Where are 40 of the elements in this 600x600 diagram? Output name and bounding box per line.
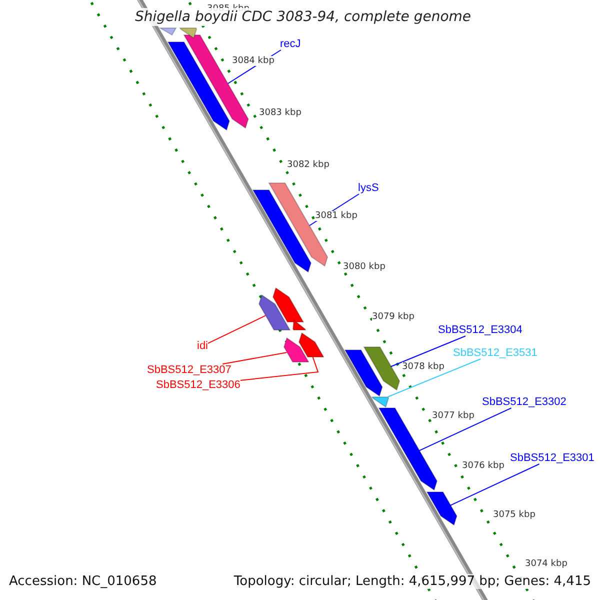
gene-bar xyxy=(362,346,400,391)
scale-label: 3083 kbp xyxy=(259,108,302,118)
gene-bar xyxy=(426,491,458,526)
scale-label: 3081 kbp xyxy=(315,211,358,221)
leader-line xyxy=(387,358,481,398)
gene-label: SbBS512_E3531 xyxy=(453,347,538,359)
gene-bar xyxy=(282,337,310,363)
scale-label: 3074 kbp xyxy=(525,559,568,569)
gene-bar xyxy=(272,287,304,323)
scale-label: 3079 kbp xyxy=(372,312,414,322)
leader-line xyxy=(418,408,512,452)
gene-bar xyxy=(298,332,324,358)
leader-line xyxy=(222,352,288,364)
gene-bar xyxy=(167,41,231,131)
gene-label: recJ xyxy=(280,38,301,50)
gene-label: SbBS512_E3304 xyxy=(438,324,522,336)
gene-label: SbBS512_E3306 xyxy=(156,379,240,391)
info-text: Accession: NC_010658 xyxy=(9,574,157,589)
scale-label: 3076 kbp xyxy=(462,461,504,471)
info-text: Topology: circular; Length: 4,615,997 bp; Genes: 4,415 xyxy=(234,574,591,589)
gene-label: SbBS512_E3301 xyxy=(510,452,594,464)
gene-bar xyxy=(292,319,307,331)
gene-label: idi xyxy=(197,340,208,352)
scale-label: 3084 kbp xyxy=(232,56,274,66)
scale-label: 3075 kbp xyxy=(493,510,536,520)
leader-line xyxy=(240,356,319,381)
scale-label: 3078 kbp xyxy=(402,362,444,372)
gene-bar xyxy=(371,396,390,408)
leader-line xyxy=(208,315,266,344)
leader-line xyxy=(450,464,540,506)
gene-bar xyxy=(344,349,384,397)
scale-label: 3082 kbp xyxy=(287,160,330,170)
gene-label: lysS xyxy=(358,182,379,194)
gene-label: SbBS512_E3302 xyxy=(482,396,566,408)
gene-label: SbBS512_E3307 xyxy=(147,364,232,376)
scale-label: 3080 kbp xyxy=(343,262,386,272)
scale-label: 3077 kbp xyxy=(432,411,474,421)
gene-bar xyxy=(252,189,312,273)
gene-bar xyxy=(258,294,291,331)
leader-line xyxy=(390,336,466,368)
